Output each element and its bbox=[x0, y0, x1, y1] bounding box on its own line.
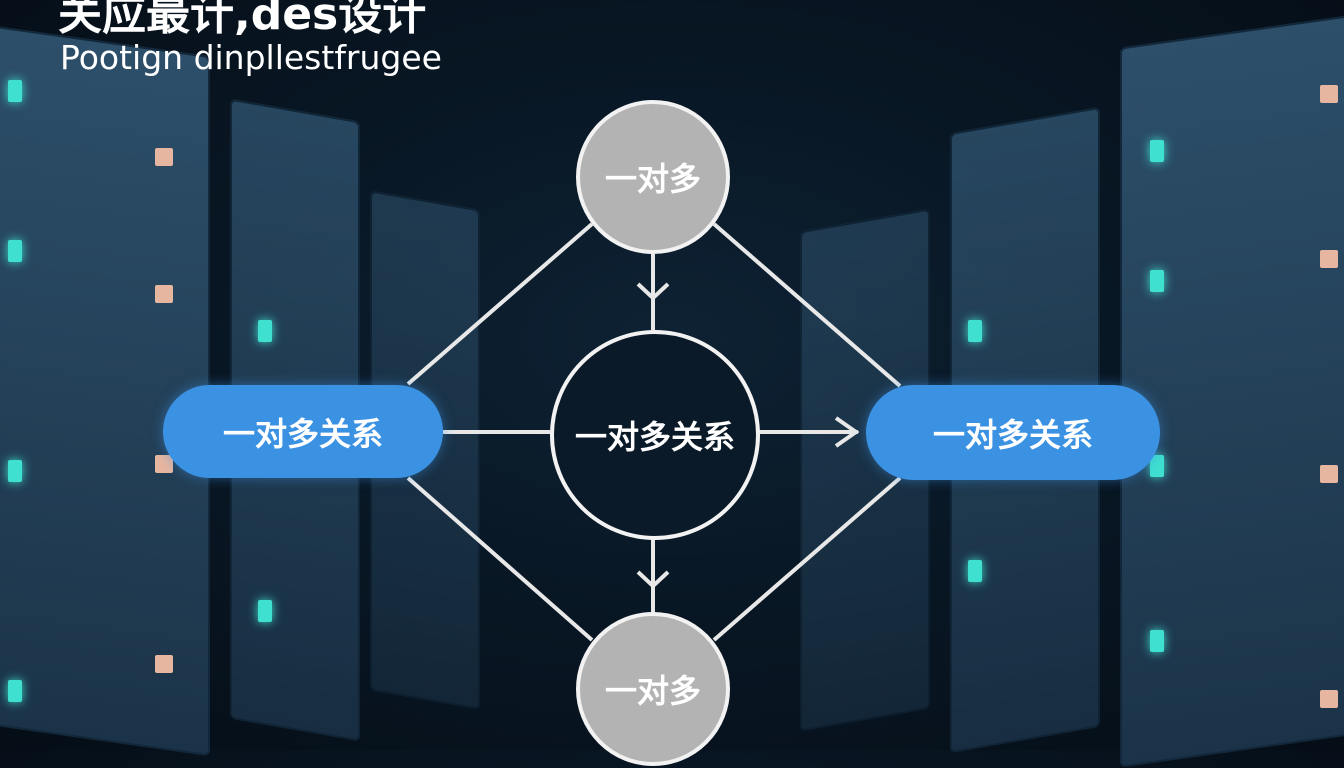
top-node: 一对多 bbox=[576, 100, 730, 254]
page-subtitle: Pootign dinpllestfrugee bbox=[60, 38, 442, 77]
arrow-right-icon bbox=[834, 416, 860, 448]
line-top-left bbox=[406, 222, 594, 386]
line-right-bottom bbox=[712, 476, 902, 642]
arrow-down-icon bbox=[636, 570, 670, 589]
bottom-node: 一对多 bbox=[576, 612, 730, 766]
connector-lines bbox=[406, 222, 902, 642]
arrow-down-icon bbox=[636, 282, 670, 301]
line-top-right bbox=[712, 222, 902, 388]
left-node: 一对多关系 bbox=[163, 385, 443, 478]
line-left-bottom bbox=[406, 476, 594, 642]
center-node: 一对多关系 bbox=[550, 330, 760, 540]
page-title: 关应最计,des设计 bbox=[58, 0, 427, 40]
right-node: 一对多关系 bbox=[866, 385, 1160, 480]
